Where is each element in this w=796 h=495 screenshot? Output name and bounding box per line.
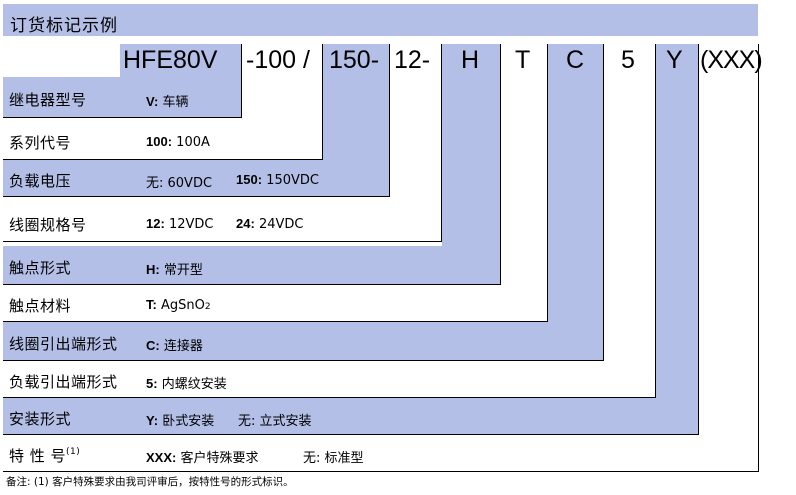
band-contact-form [442, 44, 500, 284]
code-coil: 12- [394, 46, 431, 74]
code-coil-lead: C [566, 46, 585, 74]
hline-contact-form [3, 284, 501, 285]
code-model: HFE80V [123, 46, 218, 74]
row-label-load-voltage: 负载电压 [9, 172, 72, 190]
model-head-left [3, 44, 120, 77]
row-label-contact-form: 触点形式 [9, 259, 72, 277]
row-desc-special-1: XXX: 客户特殊要求 [146, 450, 259, 466]
row-label-special: 特 性 号(1) [9, 447, 81, 465]
line-contact-material [547, 44, 548, 322]
code-mount: Y [666, 46, 683, 74]
row-label-coil: 线圈规格号 [9, 216, 87, 234]
code-series: -100 / [246, 46, 310, 74]
code-contact-form: H [461, 46, 480, 74]
line-special [758, 44, 759, 472]
row-desc-mount-1: Y: 卧式安装 [146, 413, 215, 429]
row-desc-contact-material: T: AgSnO2 [146, 297, 211, 313]
hline-contact-material [3, 321, 548, 322]
row-label-load-lead: 负载引出端形式 [9, 373, 118, 391]
hline-special [3, 471, 759, 472]
hline-voltage [3, 196, 390, 197]
line-voltage [389, 44, 390, 197]
row-band-9 [3, 397, 698, 434]
band-mount [656, 44, 698, 434]
hline-series [3, 159, 323, 160]
code-load-lead: 5 [621, 46, 635, 74]
row-desc-load-voltage-1: 无: 60VDC [146, 176, 213, 191]
page-title: 订货标记示例 [10, 16, 118, 36]
row-desc-load-voltage-2: 150: 150VDC [236, 172, 319, 188]
row-desc-coil-2: 24: 24VDC [236, 216, 304, 232]
code-contact-material: T [515, 46, 531, 74]
row-band-1 [3, 77, 241, 117]
hline-mount [3, 434, 699, 435]
row-label-contact-material: 触点材料 [9, 297, 72, 315]
row-band-3 [3, 160, 389, 196]
row-desc-load-lead: 5: 内螺纹安装 [146, 376, 227, 392]
line-load-lead [655, 44, 656, 397]
row-label-mount: 安装形式 [9, 410, 72, 428]
row-desc-coil-1: 12: 12VDC [146, 216, 214, 232]
row-label-relay-model: 继电器型号 [9, 91, 87, 109]
line-model [241, 44, 242, 118]
row-desc-relay-model: V: 车辆 [146, 94, 189, 110]
row-label-coil-lead: 线圈引出端形式 [9, 335, 118, 353]
hline-load-lead [3, 397, 656, 398]
footnote: 备注: (1) 客户特殊要求由我司评审后，按特性号的形式标识。 [6, 476, 294, 488]
line-series [322, 44, 323, 160]
row-desc-mount-2: 无: 立式安装 [238, 414, 312, 429]
row-desc-series: 100: 100A [146, 134, 210, 150]
code-special: (XXX) [700, 46, 763, 74]
line-coil-lead [603, 44, 604, 360]
band-coil-lead [548, 44, 603, 360]
hline-model [3, 117, 242, 118]
hline-coil [3, 241, 442, 242]
line-contact-form [500, 44, 501, 284]
hline-coil-lead [3, 360, 604, 361]
row-desc-contact-form: H: 常开型 [146, 262, 203, 278]
code-voltage: 150- [329, 46, 380, 74]
title-bar: 订货标记示例 [3, 4, 758, 36]
row-band-5 [3, 246, 500, 284]
row-desc-coil-lead: C: 连接器 [146, 338, 203, 354]
line-coil [441, 44, 442, 242]
row-band-7 [3, 322, 603, 360]
row-label-series: 系列代号 [9, 134, 72, 152]
line-mount [698, 44, 699, 435]
row-desc-special-2: 无: 标准型 [303, 451, 364, 466]
